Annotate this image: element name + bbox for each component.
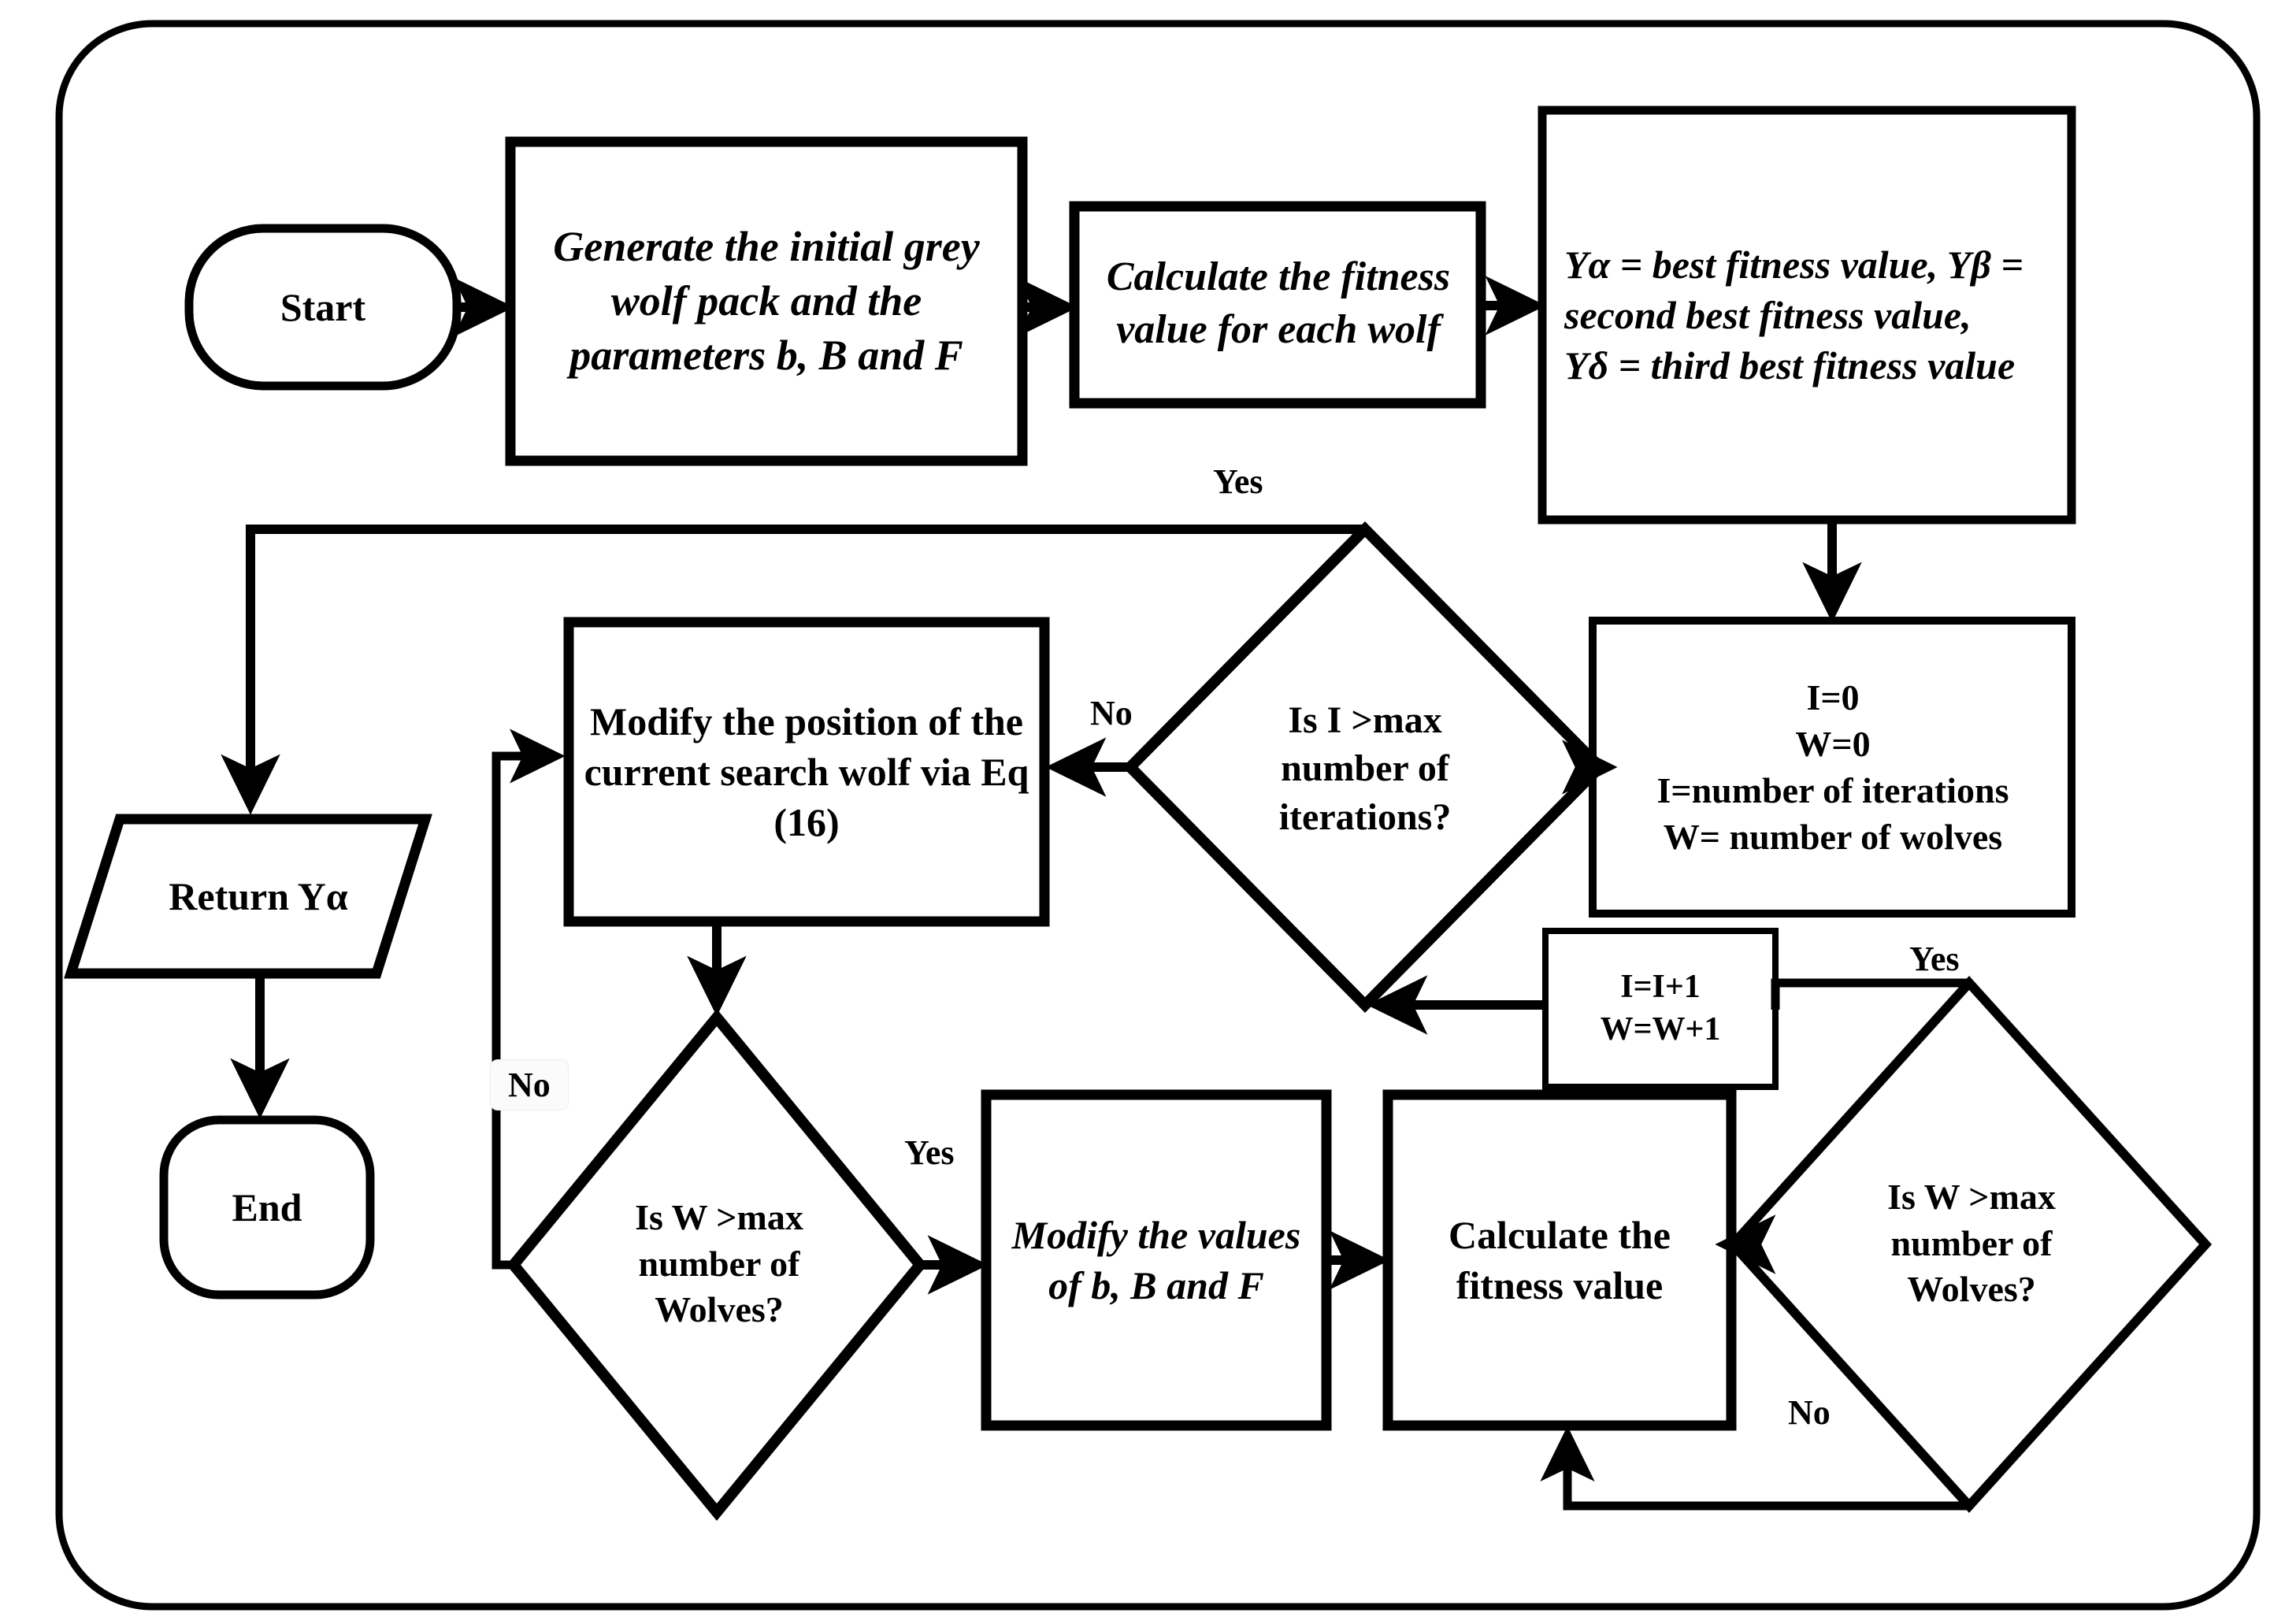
increment-box xyxy=(1542,928,1779,1090)
calc-fitness-each-box xyxy=(1069,201,1486,409)
edge-checkwolvesright-no-to-calcfitness xyxy=(1540,1426,1969,1511)
generate-process-box xyxy=(505,136,1028,466)
edge-checkiterations-yes-to-returnalpha xyxy=(221,525,1365,815)
check-iterations-diamond xyxy=(1122,521,1608,1013)
diagram-frame xyxy=(55,20,2261,1611)
end-terminator xyxy=(159,1115,375,1300)
edge-checkwolvesleft-no-to-modifyposition xyxy=(491,729,566,1270)
check-wolves-right-diamond xyxy=(1726,976,2213,1513)
edge-checkwolvesright-yes-to-increment xyxy=(1771,978,1969,1010)
modify-params-box xyxy=(981,1089,1332,1431)
calc-fitness-box xyxy=(1382,1089,1737,1431)
return-alpha-parallelogram xyxy=(64,814,432,979)
rank-wolves-box xyxy=(1538,106,2076,525)
check-wolves-left-diamond xyxy=(506,1008,928,1522)
start-terminator xyxy=(184,224,462,391)
init-counters-box xyxy=(1589,617,2075,918)
modify-position-box xyxy=(563,617,1050,927)
